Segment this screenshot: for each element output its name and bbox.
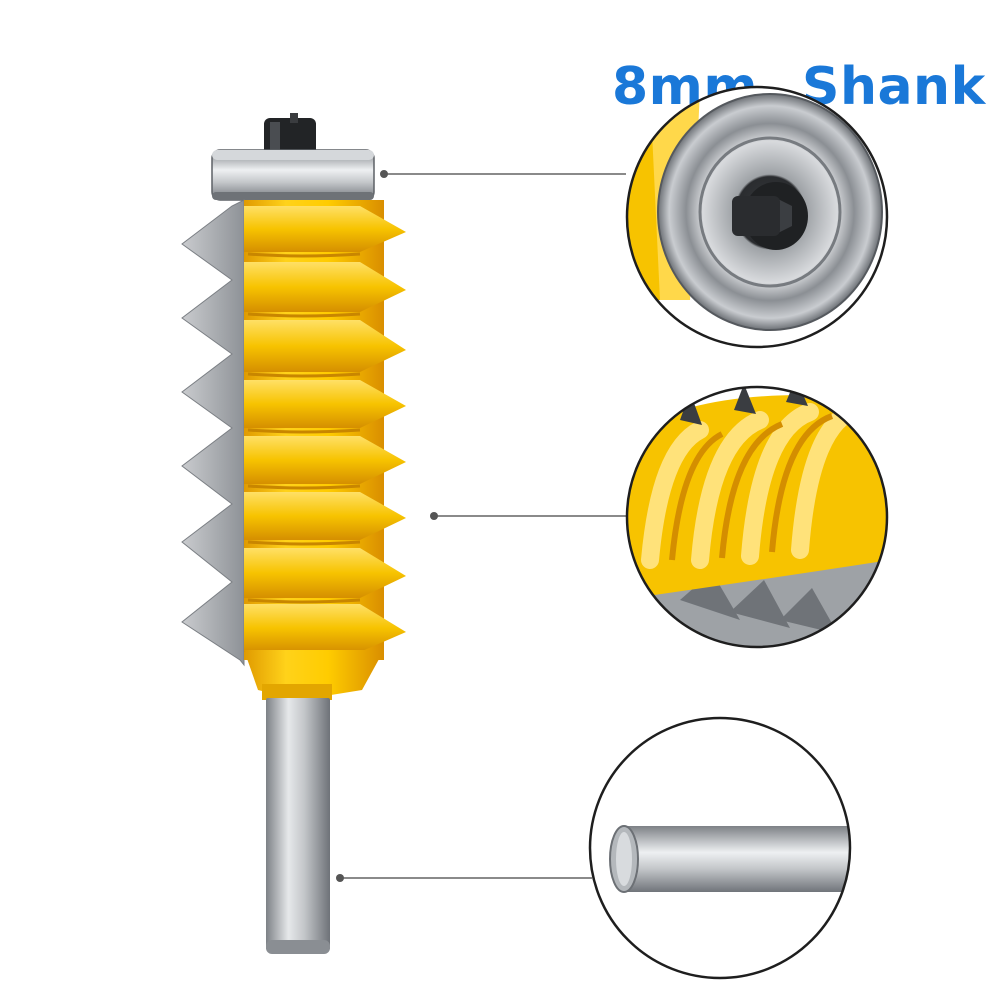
cutter-ribs: [244, 206, 406, 652]
bearing-detail-circle: [625, 85, 889, 349]
callout-lines: [340, 173, 626, 879]
shank: [266, 698, 330, 954]
cutter-body: [244, 200, 406, 700]
bearing: [211, 149, 375, 201]
shank-detail-circle: [588, 716, 852, 980]
callout-dots: [336, 170, 438, 882]
router-bit: [181, 113, 406, 954]
carbide-blade: [181, 199, 245, 667]
shank-title-label: Shank: [802, 57, 987, 117]
hex-nut: [264, 113, 316, 156]
cutter-detail-circle: [625, 385, 889, 649]
